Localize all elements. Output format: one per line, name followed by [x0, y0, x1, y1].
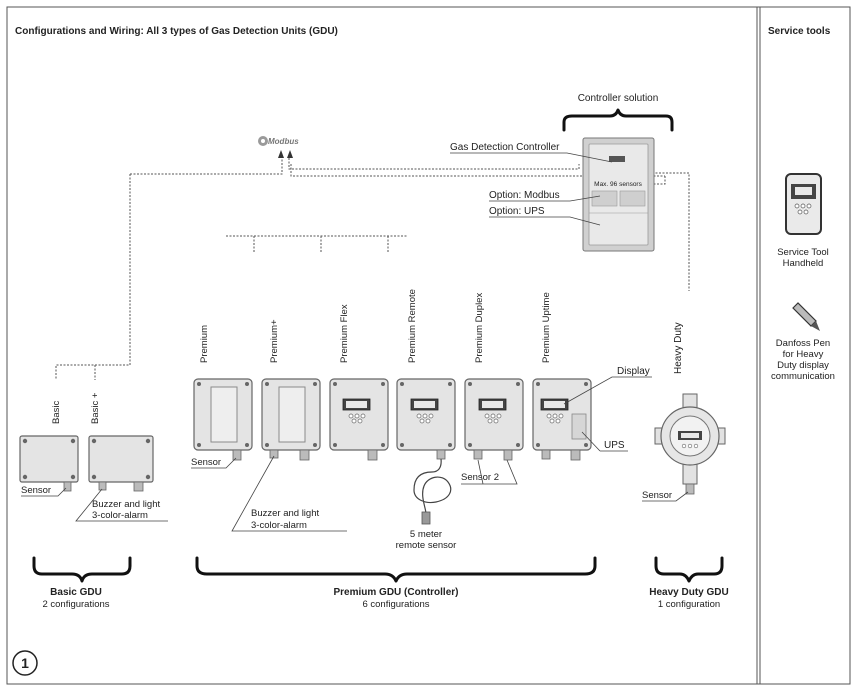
- display-label: Display: [617, 366, 650, 377]
- label-premium-uptime: Premium Uptime: [541, 292, 552, 363]
- premium-buzzer-label-1: Buzzer and light: [251, 508, 319, 519]
- heavy-duty-gdu-configs: 1 configuration: [658, 599, 720, 610]
- diagram-title: Configurations and Wiring: All 3 types o…: [15, 26, 338, 37]
- modbus-arrow-right: [287, 150, 293, 158]
- label-heavy-duty: Heavy Duty: [673, 322, 684, 374]
- figure-number: 1: [21, 655, 29, 671]
- controller-brace: [562, 108, 674, 132]
- label-premium-remote: Premium Remote: [407, 289, 418, 363]
- pen-label-1: Danfoss Pen: [776, 338, 830, 349]
- basic-buzzer-label-2: 3-color-alarm: [92, 510, 148, 521]
- label-premium-duplex: Premium Duplex: [474, 293, 485, 363]
- ups-label: UPS: [604, 440, 625, 451]
- remote-sensor-label-1: 5 meter: [410, 529, 442, 540]
- gdc-label: Gas Detection Controller: [450, 142, 560, 153]
- basic-buzzer-label-1: Buzzer and light: [92, 499, 160, 510]
- basic-plus-unit: [88, 435, 154, 492]
- premium-duplex-unit: [464, 378, 524, 461]
- heavy-duty-sensor: [685, 483, 695, 495]
- basic-sensor-label: Sensor: [21, 485, 51, 496]
- premium-remote-unit: [396, 378, 456, 460]
- heavy-duty-sensor-label: Sensor: [642, 490, 672, 501]
- label-premium: Premium: [199, 325, 210, 363]
- premium-buzzer-label-2: 3-color-alarm: [251, 520, 307, 531]
- premium-unit: [193, 378, 253, 461]
- heavy-duty-gdu-name: Heavy Duty GDU: [649, 587, 728, 598]
- modbus-logo-text: Modbus: [268, 137, 299, 146]
- controller-display-text: Max. 96 sensors: [594, 181, 642, 188]
- premium-gdu-name: Premium GDU (Controller): [333, 587, 458, 598]
- heavy-duty-unit: [654, 393, 726, 495]
- basic-unit: [19, 435, 79, 492]
- premium-sensor-label: Sensor: [191, 457, 221, 468]
- basic-sensor: [63, 481, 72, 492]
- controller-solution-heading: Controller solution: [578, 93, 659, 104]
- modbus-arrow-left: [278, 150, 284, 158]
- premium-flex-unit: [329, 378, 389, 461]
- handheld-label-2: Handheld: [783, 258, 824, 269]
- basic-gdu-configs: 2 configurations: [42, 599, 109, 610]
- handheld-label-1: Service Tool: [777, 247, 829, 258]
- premium-uptime-unit: [532, 378, 592, 461]
- basic-gdu-name: Basic GDU: [50, 587, 102, 598]
- bus-wiring: [55, 158, 690, 380]
- basic-gdu-brace: [32, 556, 132, 583]
- label-basic: Basic: [51, 401, 62, 424]
- heavy-duty-gdu-brace: [654, 556, 724, 583]
- premium-gdu-configs: 6 configurations: [362, 599, 429, 610]
- service-tool-handheld-icon: [785, 173, 822, 235]
- pen-label-3: Duty display: [777, 360, 829, 371]
- outer-frame: [6, 6, 851, 685]
- remote-sensor-cable: [413, 458, 452, 525]
- modbus-logo: Modbus: [258, 136, 299, 146]
- label-premium-flex: Premium Flex: [339, 304, 350, 363]
- service-tools-heading: Service tools: [768, 26, 831, 37]
- option-modbus-label: Option: Modbus: [489, 190, 560, 201]
- figure-number-badge: [12, 650, 38, 676]
- premium-gdu-brace: [195, 556, 597, 583]
- pen-label-2: for Heavy: [783, 349, 824, 360]
- remote-sensor-head: [421, 511, 431, 525]
- label-basic-plus: Basic +: [90, 392, 101, 424]
- pen-label-4: communication: [771, 371, 835, 382]
- gas-detection-controller: Max. 96 sensors: [582, 137, 655, 252]
- label-premium-plus: Premium+: [269, 319, 280, 363]
- controller-display: [609, 156, 625, 162]
- remote-sensor-label-2: remote sensor: [396, 540, 457, 551]
- danfoss-pen-icon: [792, 302, 820, 331]
- premium-plus-unit: [261, 378, 321, 461]
- ups-module: [571, 413, 587, 440]
- option-ups-label: Option: UPS: [489, 206, 545, 217]
- sensor2-label: Sensor 2: [461, 472, 499, 483]
